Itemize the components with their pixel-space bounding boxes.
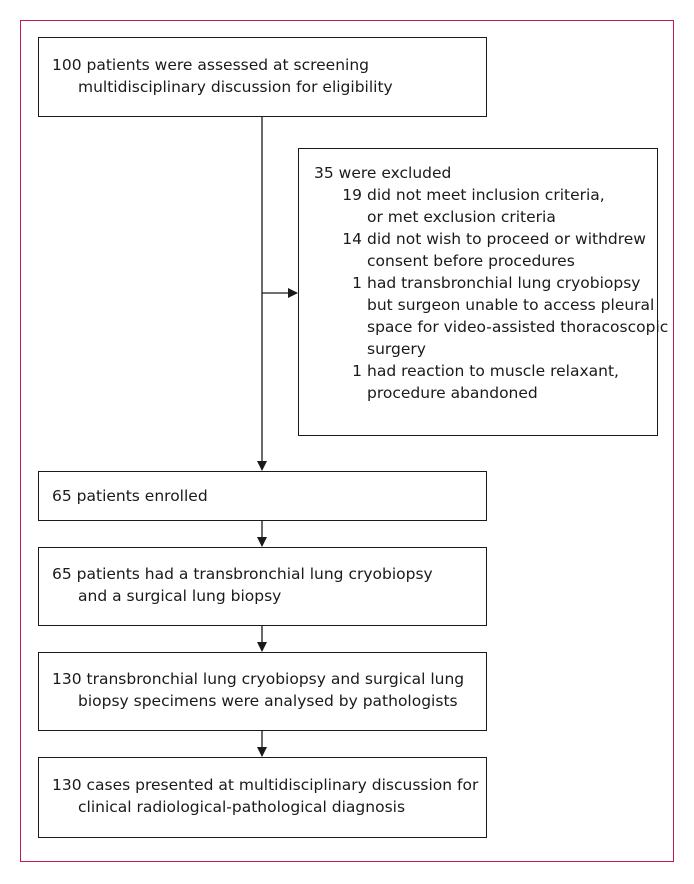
analysed-line-1: 130 transbronchial lung cryobiopsy and s… bbox=[52, 670, 465, 688]
figure-frame bbox=[20, 20, 674, 862]
analysed-line-2: biopsy specimens were analysed by pathol… bbox=[78, 692, 458, 710]
excluded-box: 35 were excluded 19 did not meet inclusio… bbox=[298, 148, 669, 436]
excluded-item-2-text: did not wish to proceed or withdrew bbox=[367, 230, 646, 248]
presented-line-1: 130 cases presented at multidisciplinary… bbox=[52, 776, 479, 794]
excluded-item-2-text-cont: consent before procedures bbox=[367, 252, 575, 270]
excluded-item-3-text-cont-2: space for video-assisted thoracoscopic bbox=[367, 318, 669, 336]
presented-box: 130 cases presented at multidisciplinary… bbox=[38, 757, 487, 838]
excluded-item-3-text: had transbronchial lung cryobiopsy bbox=[367, 274, 641, 292]
excluded-item-4: 1 had reaction to muscle relaxant, bbox=[314, 360, 657, 382]
biopsy-line-2: and a surgical lung biopsy bbox=[78, 587, 282, 605]
excluded-item-1-count: 19 bbox=[342, 186, 362, 204]
analysed-box: 130 transbronchial lung cryobiopsy and s… bbox=[38, 652, 487, 731]
excluded-item-3-text-cont-1: but surgeon unable to access pleural bbox=[367, 296, 655, 314]
excluded-item-2-count: 14 bbox=[342, 230, 362, 248]
screening-line-1: 100 patients were assessed at screening bbox=[52, 56, 370, 74]
excluded-item-3-text-cont-3: surgery bbox=[367, 340, 426, 358]
excluded-item-2: 14 did not wish to proceed or withdrew bbox=[314, 228, 657, 250]
excluded-item-3-count: 1 bbox=[352, 274, 362, 292]
excluded-item-4-text-cont: procedure abandoned bbox=[367, 384, 538, 402]
excluded-title: 35 were excluded bbox=[314, 164, 452, 182]
biopsy-line-1: 65 patients had a transbronchial lung cr… bbox=[52, 565, 433, 583]
screening-line-2: multidisciplinary discussion for eligibi… bbox=[78, 78, 393, 96]
presented-line-2: clinical radiological-pathological diagn… bbox=[78, 798, 406, 816]
enrolled-box: 65 patients enrolled bbox=[38, 471, 487, 521]
excluded-item-4-text: had reaction to muscle relaxant, bbox=[367, 362, 619, 380]
excluded-item-3: 1 had transbronchial lung cryobiopsy bbox=[314, 272, 657, 294]
excluded-item-1: 19 did not meet inclusion criteria, bbox=[314, 184, 657, 206]
screening-box: 100 patients were assessed at screening … bbox=[38, 37, 487, 117]
excluded-item-4-count: 1 bbox=[352, 362, 362, 380]
biopsy-box: 65 patients had a transbronchial lung cr… bbox=[38, 547, 487, 626]
enrolled-line-1: 65 patients enrolled bbox=[52, 487, 208, 505]
excluded-item-1-text-cont: or met exclusion criteria bbox=[367, 208, 556, 226]
excluded-item-1-text: did not meet inclusion criteria, bbox=[367, 186, 605, 204]
